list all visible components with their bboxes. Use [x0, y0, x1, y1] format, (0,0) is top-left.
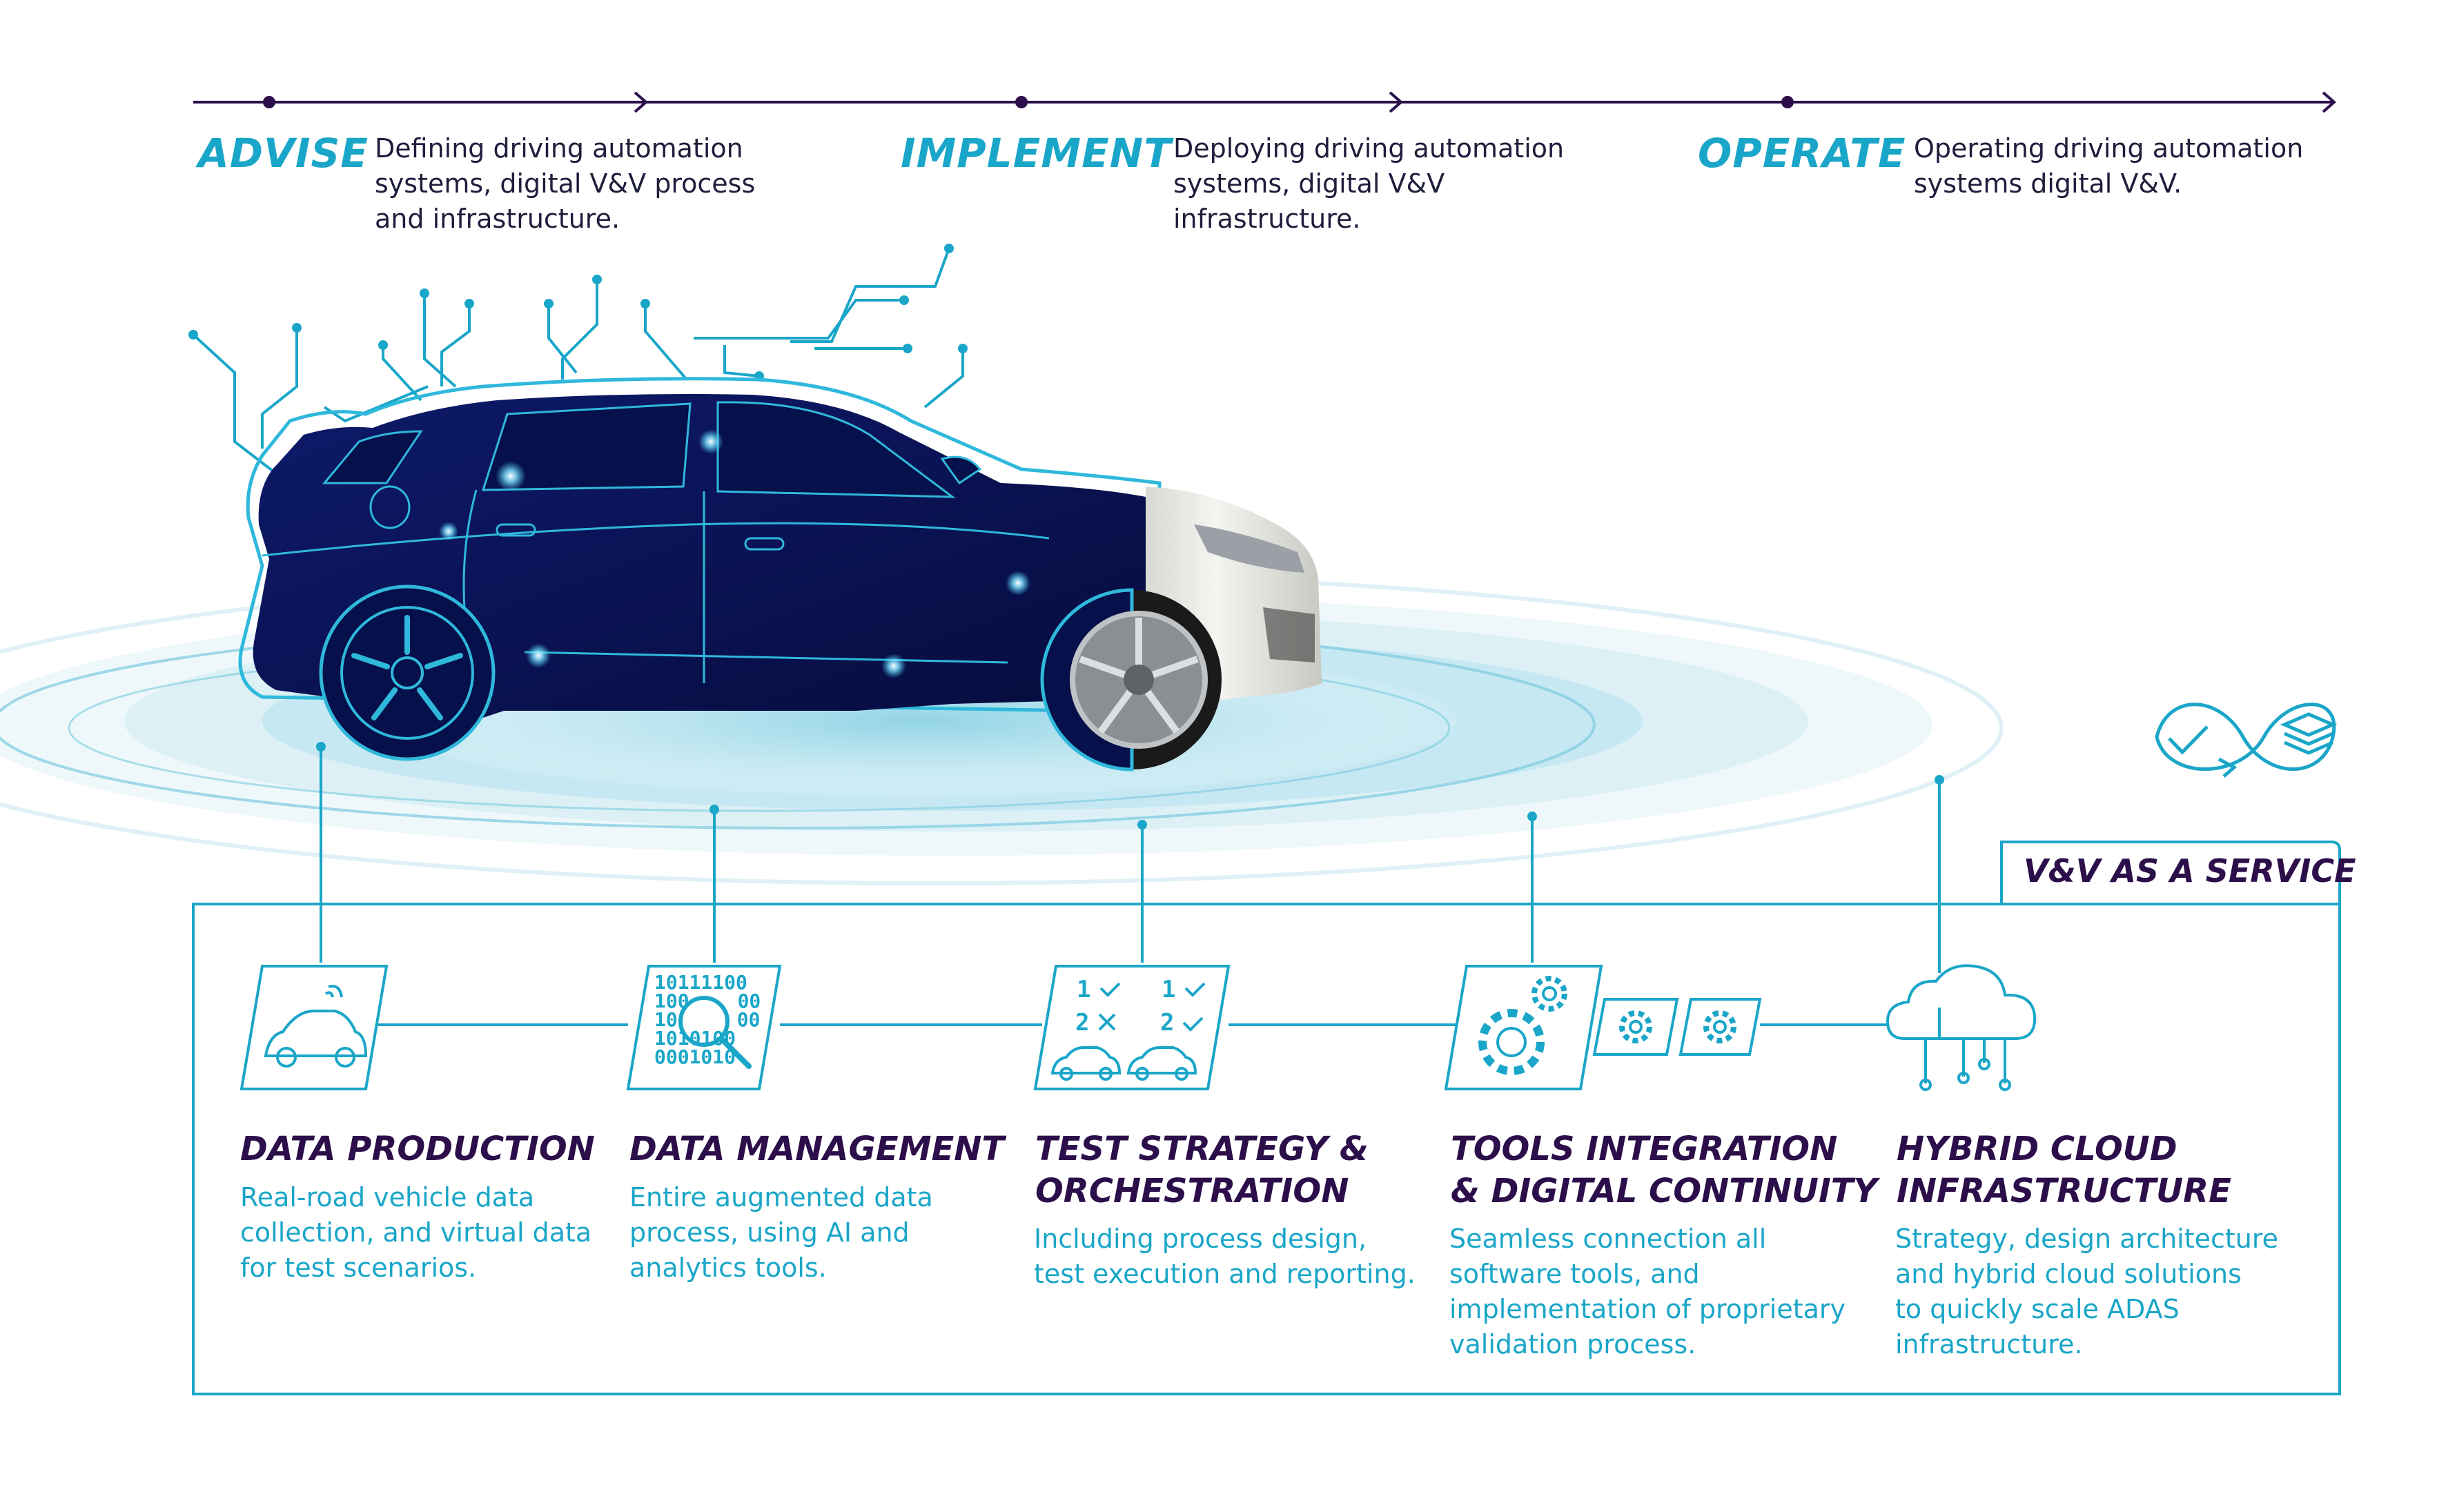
pillar-title-line: HYBRID CLOUD: [1897, 1130, 2177, 1168]
pillar-description-line: and hybrid cloud solutions: [1895, 1259, 2242, 1289]
checklist-number: 2: [1160, 1009, 1175, 1037]
pillar-description-line: Real-road vehicle data: [240, 1182, 535, 1212]
phase-description-operate: Operating driving automation systems dig…: [1914, 131, 2303, 202]
pillar-description-line: collection, and virtual data: [240, 1217, 592, 1248]
circuit-lines: [188, 244, 968, 478]
phase-description-line: Defining driving automation: [375, 133, 743, 164]
pillar-title-line: ORCHESTRATION: [1035, 1172, 1349, 1210]
pillar-title-data-management: DATA MANAGEMENT: [629, 1128, 1004, 1170]
pillar-title-tools-integration: TOOLS INTEGRATION & DIGITAL CONTINUITY: [1451, 1128, 1877, 1212]
gears-icon: [1444, 965, 1762, 1090]
binary-row: 1010100: [654, 1027, 736, 1050]
infinity-check-layers-icon: [2155, 703, 2338, 778]
phase-description-line: Deploying driving automation: [1173, 133, 1565, 164]
pillar-description-line: for test scenarios.: [240, 1253, 477, 1283]
pillar-description-tools-integration: Seamless connection all software tools, …: [1449, 1221, 1846, 1362]
pillar-title-line: TEST STRATEGY &: [1035, 1130, 1369, 1168]
phase-title-operate: OPERATE: [1698, 130, 1906, 177]
timeline-dot-advise: [263, 96, 275, 108]
pillar-description-line: analytics tools.: [629, 1253, 827, 1283]
pillar-description-line: implementation of proprietary: [1449, 1294, 1846, 1324]
timeline-arrow: [193, 91, 2337, 113]
car-illustration: [238, 377, 1322, 772]
pillar-title-line: DATA MANAGEMENT: [629, 1130, 1005, 1168]
phase-description-line: systems digital V&V.: [1914, 168, 2182, 199]
phase-description-line: systems, digital V&V: [1173, 168, 1445, 199]
connected-car-icon: [239, 965, 389, 1090]
checklist-number: 1: [1077, 976, 1091, 1003]
binary-row: 10111100: [654, 971, 747, 994]
connectors: [316, 742, 1944, 1026]
front-wheel: [1040, 588, 1222, 772]
pillar-title-line: DATA PRODUCTION: [240, 1130, 595, 1168]
timeline-dot-implement: [1015, 96, 1028, 108]
test-checklist-icon: [1033, 965, 1231, 1090]
phase-description-implement: Deploying driving automation systems, di…: [1173, 131, 1564, 237]
pillar-description-test-strategy: Including process design, test execution…: [1034, 1221, 1416, 1292]
checklist-number: 2: [1075, 1009, 1090, 1037]
pillar-title-data-production: DATA PRODUCTION: [240, 1128, 595, 1170]
pillar-description-line: test execution and reporting.: [1034, 1259, 1416, 1289]
binary-row: 0001010: [654, 1045, 736, 1068]
pillar-description-line: Strategy, design architecture: [1895, 1224, 2279, 1254]
service-label: V&V AS A SERVICE: [2024, 852, 2356, 890]
pillar-description-hybrid-cloud: Strategy, design architecture and hybrid…: [1895, 1221, 2278, 1362]
service-frame: [192, 841, 2341, 1395]
pillar-title-line: INFRASTRUCTURE: [1897, 1172, 2231, 1210]
phase-description-advise: Defining driving automation systems, dig…: [375, 131, 755, 237]
cloud-network-icon: [1886, 964, 2037, 1091]
pillar-description-line: process, using AI and: [629, 1217, 910, 1248]
pillar-title-line: & DIGITAL CONTINUITY: [1451, 1172, 1878, 1210]
pillar-description-line: infrastructure.: [1895, 1329, 2083, 1359]
pillar-description-line: Entire augmented data: [629, 1182, 933, 1212]
phase-title-advise: ADVISE: [198, 130, 369, 177]
pillar-title-line: TOOLS INTEGRATION: [1451, 1130, 1838, 1168]
binary-magnifier-icon: [626, 965, 782, 1090]
pillar-description-data-production: Real-road vehicle data collection, and v…: [240, 1180, 591, 1286]
pillar-description-line: Seamless connection all: [1449, 1224, 1767, 1254]
pillar-title-hybrid-cloud: HYBRID CLOUD INFRASTRUCTURE: [1897, 1128, 2231, 1212]
pillar-description-line: software tools, and: [1449, 1259, 1700, 1289]
pillar-description-line: Including process design,: [1034, 1224, 1367, 1254]
pillar-description-line: to quickly scale ADAS: [1895, 1294, 2180, 1324]
pillar-description-data-management: Entire augmented data process, using AI …: [629, 1180, 933, 1286]
pillar-description-line: validation process.: [1449, 1329, 1696, 1359]
phase-title-implement: IMPLEMENT: [901, 130, 1172, 177]
pillar-title-test-strategy: TEST STRATEGY & ORCHESTRATION: [1035, 1128, 1369, 1212]
phase-description-line: infrastructure.: [1173, 204, 1361, 234]
timeline-dot-operate: [1781, 96, 1794, 108]
phase-description-line: Operating driving automation: [1914, 133, 2304, 164]
phase-description-line: and infrastructure.: [375, 204, 620, 234]
phase-description-line: systems, digital V&V process: [375, 168, 756, 199]
rear-wheel: [319, 585, 496, 761]
checklist-number: 1: [1162, 976, 1176, 1003]
